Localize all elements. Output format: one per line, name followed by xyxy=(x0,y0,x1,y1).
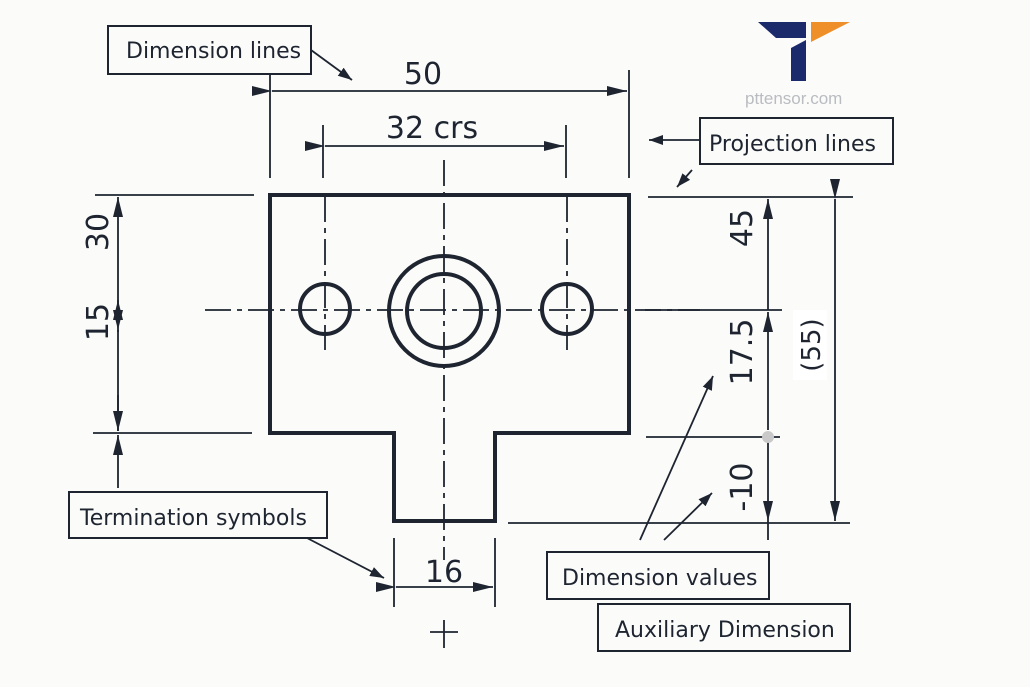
auxiliary-text-bg xyxy=(793,310,827,380)
callout-box xyxy=(546,551,770,600)
logo-text: pttensor.com xyxy=(745,89,842,108)
callout-box xyxy=(107,25,312,75)
callout-projection-lines: Projection lines xyxy=(649,117,894,188)
callout-label: Dimension values xyxy=(562,566,758,591)
point-marker xyxy=(762,431,774,443)
dimension-value-50: 50 xyxy=(404,57,442,92)
dimension-value-15: 15 xyxy=(81,303,116,341)
leader-arrow xyxy=(663,492,713,541)
leader-arrow xyxy=(306,537,385,579)
callout-box xyxy=(699,117,894,165)
pttensor-logo: pttensor.com xyxy=(745,22,850,108)
logo-mark-stem xyxy=(791,40,806,81)
leader-arrow xyxy=(639,375,714,541)
dimension-value-minus-10: -10 xyxy=(725,463,760,512)
callout-box xyxy=(68,491,328,539)
dimension-value-32: 32 crs xyxy=(386,111,478,146)
callout-label: Projection lines xyxy=(709,132,876,157)
callout-auxiliary-dimension: Auxiliary Dimension xyxy=(597,603,851,652)
dimension-value-55: (55) xyxy=(797,318,827,371)
callout-label: Termination symbols xyxy=(79,506,307,531)
logo-mark-left xyxy=(758,22,806,38)
callout-dimension-lines: Dimension lines xyxy=(107,25,353,81)
dimension-value-30: 30 xyxy=(81,213,116,251)
callout-dimension-values: Dimension values xyxy=(546,375,770,600)
dimension-value-45: 45 xyxy=(725,209,760,247)
leader-arrow xyxy=(310,49,353,81)
part-outline xyxy=(268,193,631,523)
callout-label: Auxiliary Dimension xyxy=(615,618,835,643)
callout-termination-symbols: Termination symbols xyxy=(68,491,385,579)
dimension-value-16: 16 xyxy=(425,555,463,590)
callout-label: Dimension lines xyxy=(126,39,301,64)
dimension-value-17-5: 17.5 xyxy=(725,319,760,386)
leader-arrow xyxy=(676,169,693,188)
callout-box xyxy=(597,603,851,652)
logo-mark-accent xyxy=(811,22,850,42)
